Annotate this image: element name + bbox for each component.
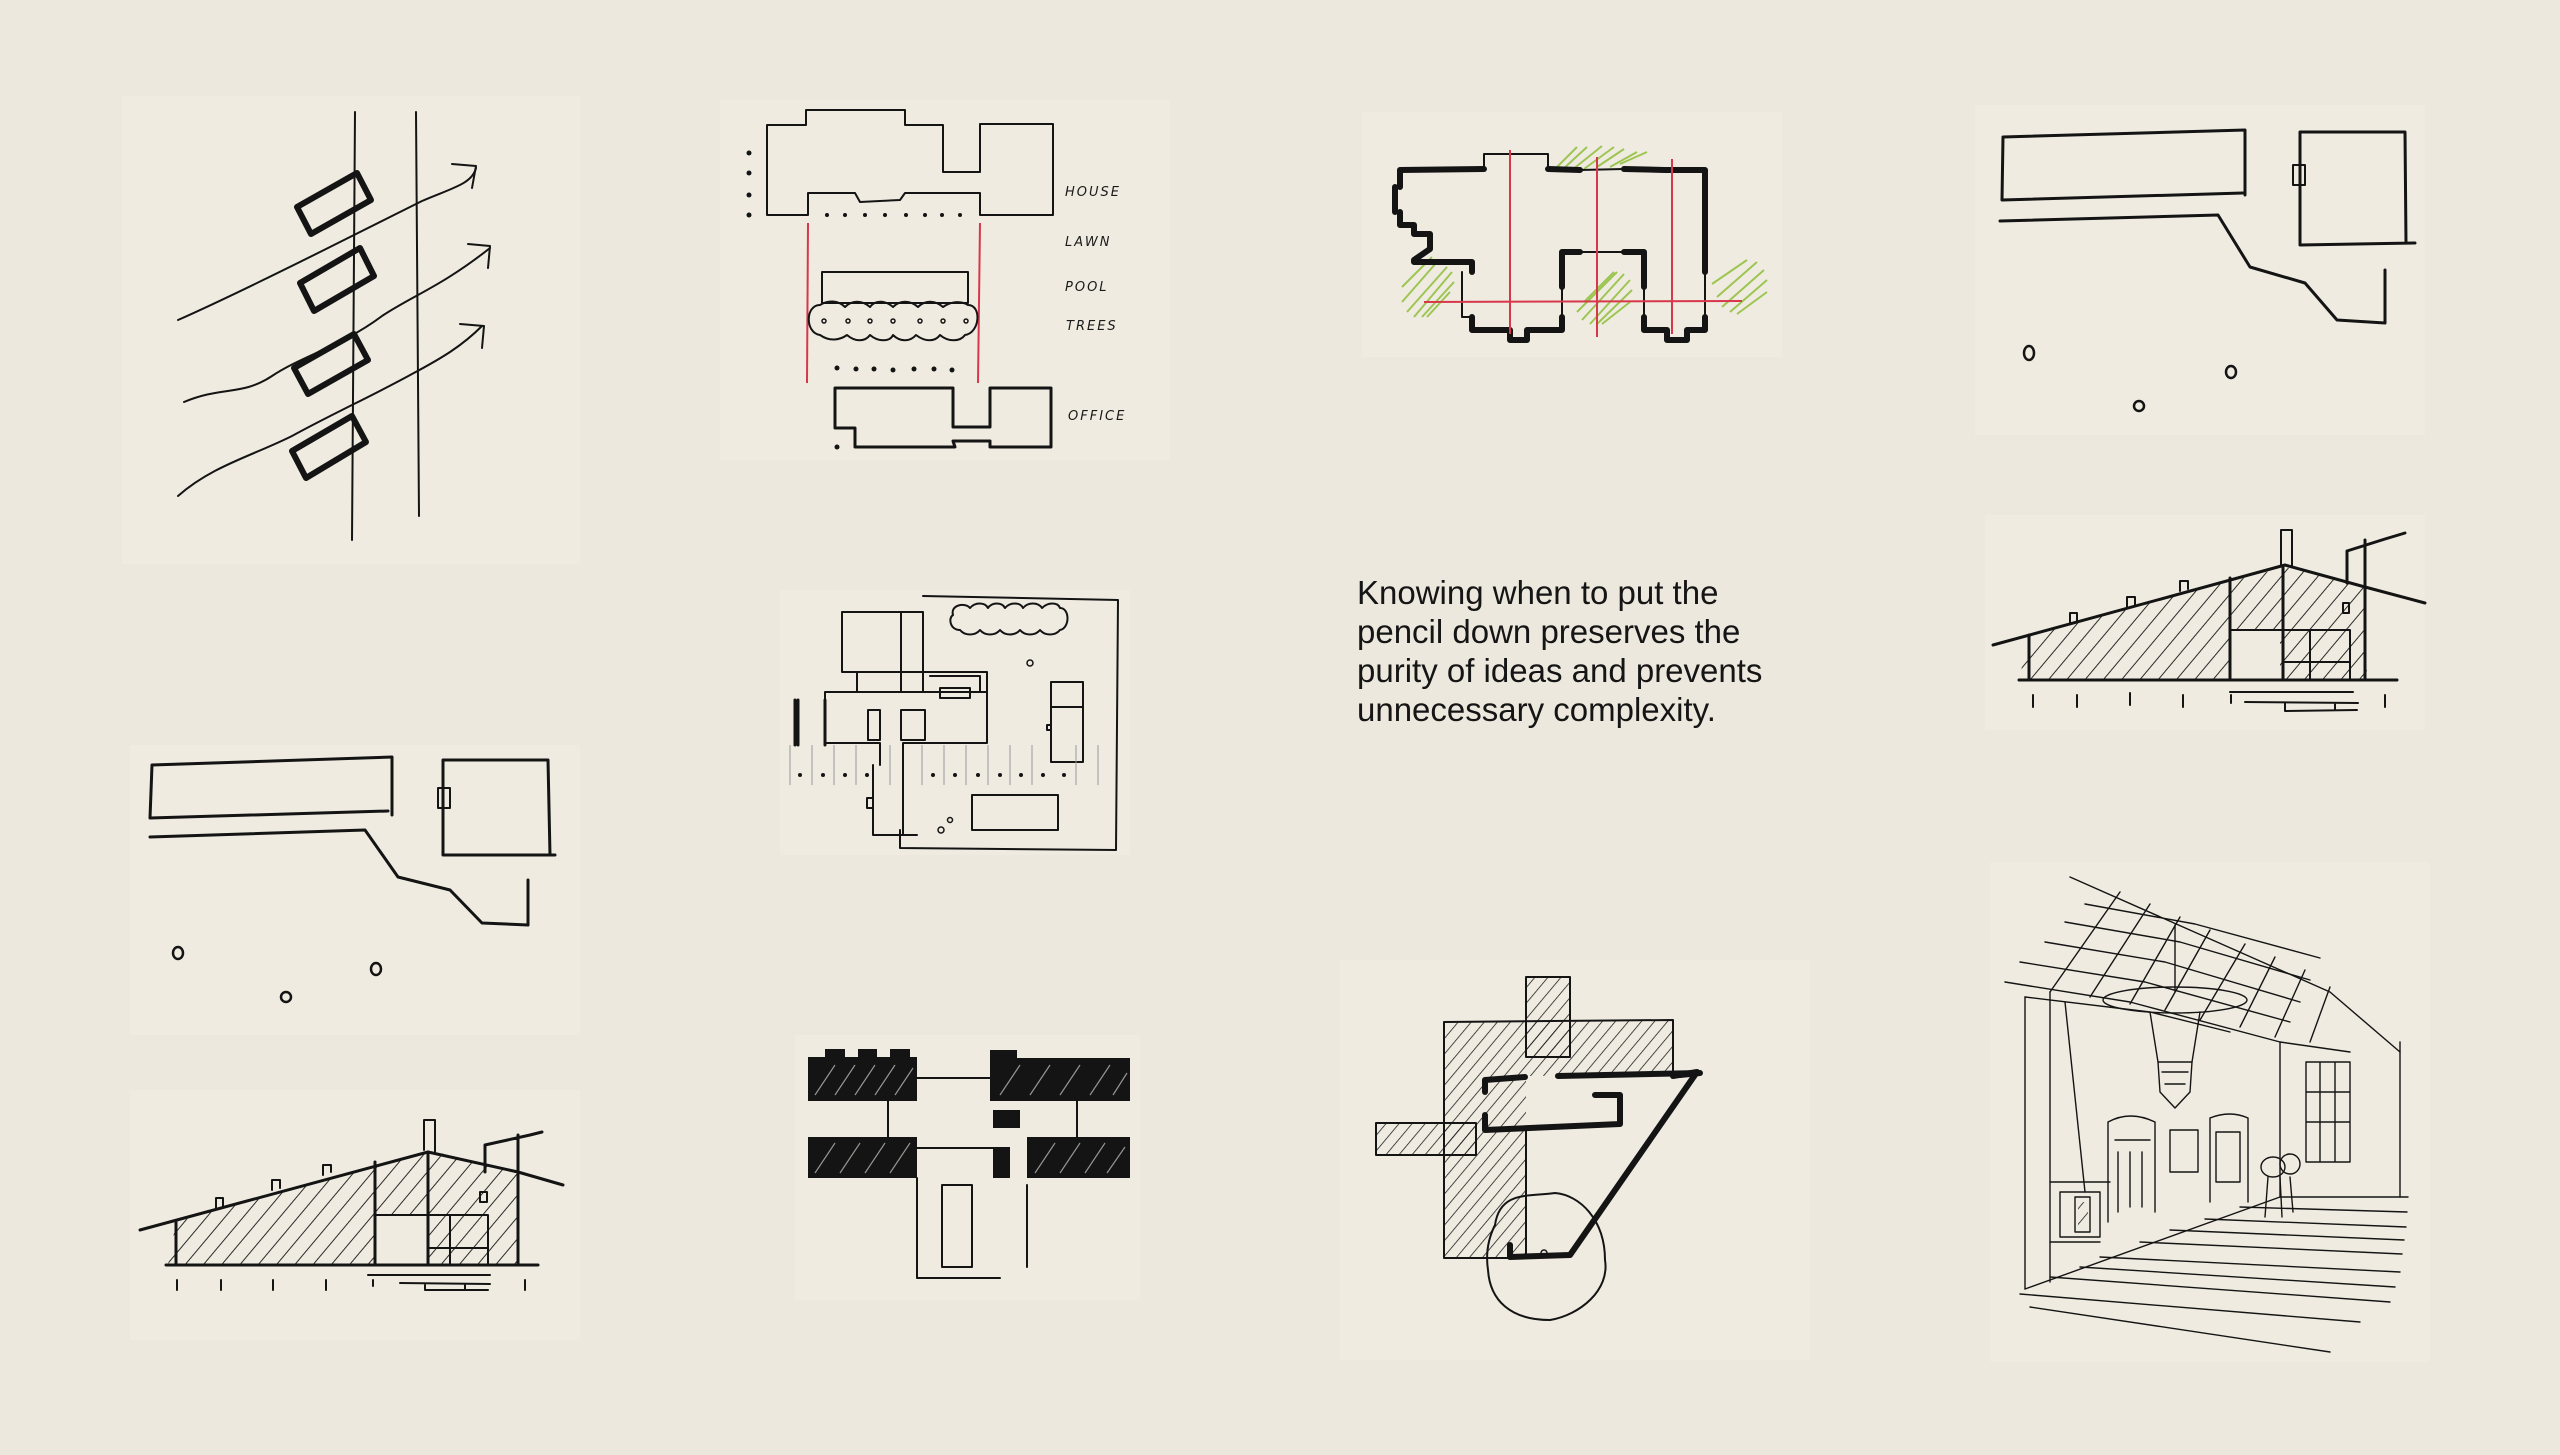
sketch-plan-with-axes	[1362, 112, 1782, 357]
sketch-elevation-left	[130, 1090, 580, 1340]
sketch-elevation-top-right	[1985, 515, 2427, 730]
sketch-plan-massing-top-right	[1975, 105, 2425, 435]
figure-ground-drawing	[808, 1049, 1130, 1279]
site-plan-drawing: HOUSE LAWN POOL TREES OFFICE	[746, 109, 1126, 450]
courtyard-plan-drawing	[789, 595, 1119, 851]
quote-line-4: unnecessary complexity.	[1357, 691, 1716, 728]
quote-line-3: purity of ideas and prevents	[1357, 652, 1763, 689]
label-trees: TREES	[1066, 319, 1118, 334]
label-lawn: LAWN	[1065, 235, 1112, 250]
massing-diagram-drawing	[177, 111, 491, 541]
interior-perspective-drawing	[2004, 876, 2409, 1353]
hatched-composition-drawing	[1375, 976, 1703, 1321]
plan-massing-drawing-a	[1998, 128, 2417, 413]
sketch-massing-diagram	[122, 96, 580, 564]
sketch-hatched-composition	[1340, 960, 1810, 1360]
sketch-interior-perspective	[1990, 862, 2430, 1362]
label-office: OFFICE	[1068, 409, 1126, 424]
label-pool: POOL	[1065, 280, 1109, 295]
elevation-drawing-b	[138, 1119, 565, 1291]
quote-paragraph: Knowing when to put the pencil down pres…	[1357, 573, 1877, 729]
sketch-site-zoning-plan: HOUSE LAWN POOL TREES OFFICE	[720, 100, 1170, 460]
plan-massing-drawing-b	[148, 755, 557, 1004]
quote-line-2: pencil down preserves the	[1357, 613, 1741, 650]
sketch-figure-ground-plan	[795, 1035, 1140, 1300]
quote-line-1: Knowing when to put the	[1357, 574, 1719, 611]
sketch-plan-massing-left	[130, 745, 580, 1035]
label-house: HOUSE	[1065, 185, 1121, 200]
sketch-courtyard-plan	[780, 590, 1130, 855]
elevation-drawing-a	[1991, 529, 2427, 712]
plan-axes-drawing	[1392, 145, 1768, 343]
